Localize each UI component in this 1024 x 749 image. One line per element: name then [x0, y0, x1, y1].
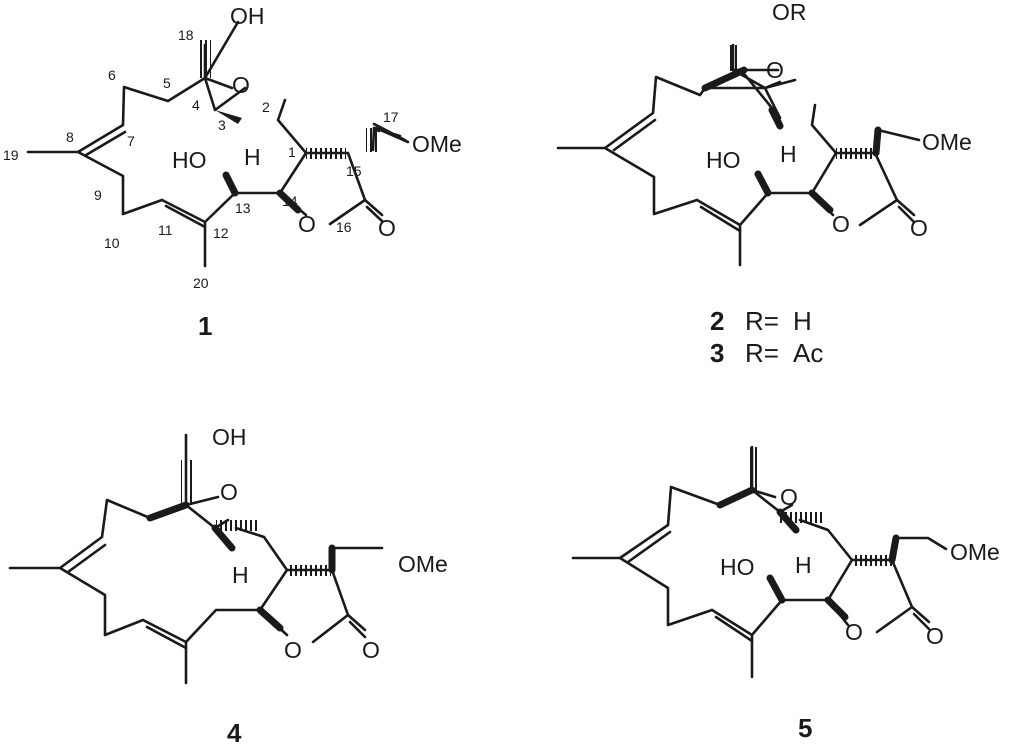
compound-1-oh-label: OH [230, 3, 265, 29]
compound-2-r-value: H [793, 306, 812, 336]
compound-4-hashed-wedge-c15 [287, 565, 331, 576]
compound-1-num-18: 18 [178, 27, 194, 43]
compound-5-epoxide-o-label: O [780, 484, 798, 510]
compound-2-3-epoxide-o-label: O [766, 57, 784, 83]
compound-2-3-bold-o [808, 189, 834, 214]
compound-4-hashed-wedge-c2 [216, 520, 260, 531]
compound-1-num-11: 11 [158, 222, 173, 238]
compound-5-hashed-wedge-c2 [780, 512, 824, 523]
compound-2-3-hashed-wedge-ch2 [727, 45, 738, 71]
compound-1-hashed-wedge-c18 [199, 40, 211, 78]
compound-1-num-1: 1 [288, 144, 296, 160]
compound-2-3-or-label: OR [772, 0, 807, 25]
compound-5: O OMe HO H O O 5 [571, 445, 1000, 743]
compound-1-ring-o-label: O [298, 211, 316, 237]
compound-5-hashed-wedge-me [747, 447, 758, 490]
compound-1-num-7: 7 [127, 133, 135, 149]
compound-4-id: 4 [227, 718, 242, 748]
compound-2-3-ome-label: OMe [922, 129, 972, 155]
compound-5-h-label: H [795, 552, 812, 578]
compound-4-oh-label: OH [212, 424, 247, 450]
compound-2-3-carbonyl-bond [895, 198, 916, 224]
compound-4-hashed-wedge-ch2 [181, 460, 192, 505]
compound-1-hashed-wedge-c15 [306, 148, 346, 159]
compound-1-num-13: 13 [235, 200, 251, 216]
compound-4-ring-o-label: O [284, 637, 302, 663]
compound-4-carbonyl-o-label: O [362, 637, 380, 663]
compound-4-bold-o [256, 606, 284, 632]
compound-5-cc-double-bonds [626, 530, 754, 643]
compound-3-r-value: Ac [793, 338, 823, 368]
compound-5-bold-c5 [716, 486, 756, 509]
compound-1-cc-double-bonds [84, 130, 207, 229]
compound-1-num-4: 4 [192, 97, 200, 113]
compound-1-wedge-h3 [215, 110, 242, 124]
compound-5-ome-label: OMe [950, 539, 1000, 565]
compound-1-num-19: 19 [3, 147, 19, 163]
compound-5-bold-h [776, 508, 800, 534]
compound-4-ome-label: OMe [398, 551, 448, 577]
compound-4: OH O OMe H O O 4 [8, 424, 448, 748]
compound-2-3-cc-double-bonds [612, 118, 742, 233]
compound-5-ring-o-label: O [845, 619, 863, 645]
compound-1-num-14: 14 [282, 193, 298, 209]
compound-4-cc-double-bonds [66, 543, 188, 650]
compound-5-bold-oh [766, 574, 786, 604]
compound-5-bold-c17 [888, 534, 900, 564]
compound-2-id: 2 [710, 306, 724, 336]
compound-2-3-ring-o-label: O [832, 211, 850, 237]
compound-1-bold-o [276, 189, 302, 214]
compound-5-carbonyl-o-label: O [926, 623, 944, 649]
compound-1-carbonyl-o-label: O [378, 215, 396, 241]
compound-1-hashed-wedge-c17 [366, 128, 377, 152]
compound-2-3-ho-label: HO [706, 147, 741, 173]
compound-2-3-bold-h [768, 106, 784, 130]
compound-2-3-bold-c17 [872, 126, 882, 157]
compound-5-id: 5 [798, 713, 812, 743]
compound-4-bold-h [211, 524, 236, 552]
compound-2-3-bold-c5 [701, 66, 748, 92]
compound-1-ome-label: OMe [412, 131, 462, 157]
compound-3-r-label: R= [745, 338, 779, 368]
compound-2-3-hashed-wedge-c15 [836, 148, 874, 159]
compound-2-3-carbonyl-o-label: O [910, 215, 928, 241]
compound-4-ring-bonds [8, 433, 384, 685]
compound-1-ome-bond [374, 126, 410, 144]
compound-3-id: 3 [710, 338, 724, 368]
compound-2-3-bold-oh [754, 170, 772, 197]
compound-2-3: OR O OMe HO H O O 2 R= H 3 R= Ac [556, 0, 972, 368]
compound-5-ho-label: HO [720, 554, 755, 580]
compound-4-h-label: H [232, 562, 249, 588]
compound-5-carbonyl-bond [910, 605, 931, 631]
compound-4-carbonyl-bond [346, 613, 367, 639]
compound-1-bold-oh [222, 171, 239, 197]
compound-5-bold-o [824, 596, 849, 621]
compound-1-num-3: 3 [218, 117, 226, 133]
compound-1-num-2: 2 [262, 99, 270, 115]
compound-1-epoxide-o-label: O [232, 72, 250, 98]
compound-1-num-5: 5 [163, 75, 171, 91]
compound-1-num-9: 9 [94, 187, 102, 203]
compound-2-r-label: R= [745, 306, 779, 336]
compound-1-num-16: 16 [336, 219, 352, 235]
compound-1-carbonyl-bond [363, 198, 384, 223]
compound-2-3-h-label: H [780, 141, 797, 167]
compound-1-num-6: 6 [108, 67, 116, 83]
compound-4-epoxide-o-label: O [220, 479, 238, 505]
compound-1-num-17: 17 [383, 109, 399, 125]
compound-1-h-label: H [244, 144, 261, 170]
compound-1: OH O OMe HO H O O 18 6 5 4 3 2 17 19 8 7… [3, 3, 462, 341]
compound-5-hashed-wedge-c15 [852, 555, 892, 566]
compound-4-bold-c5 [146, 501, 190, 522]
compound-1-num-10: 10 [104, 235, 120, 251]
compound-1-num-15: 15 [346, 163, 362, 179]
compound-1-num-12: 12 [213, 225, 229, 241]
compound-1-num-8: 8 [66, 129, 74, 145]
compound-1-id: 1 [198, 311, 212, 341]
compound-1-ho-label: HO [172, 147, 207, 173]
compound-1-num-20: 20 [193, 275, 209, 291]
